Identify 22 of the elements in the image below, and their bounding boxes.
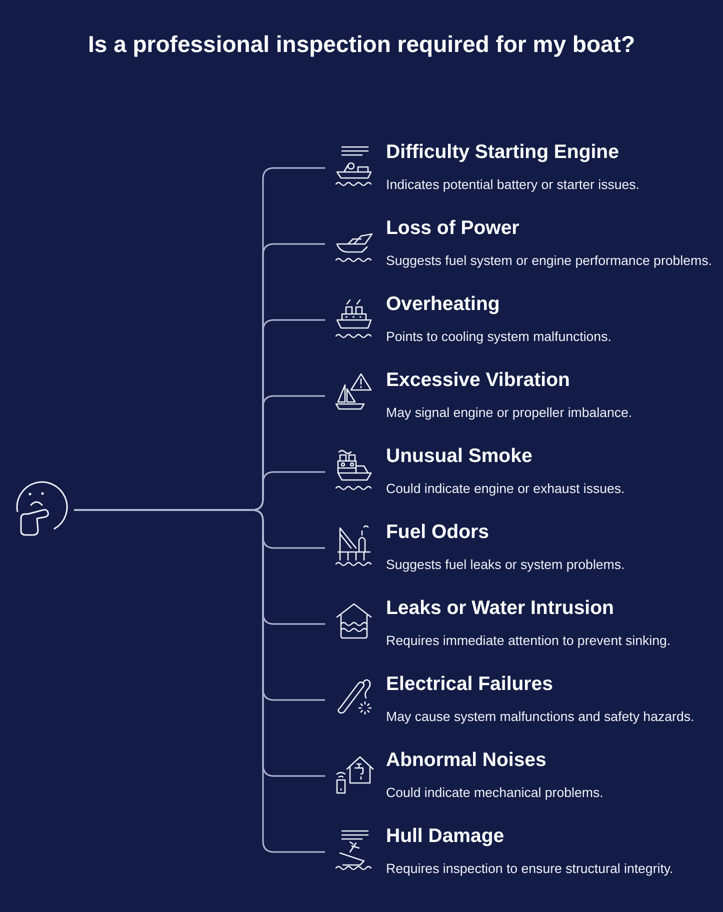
symptom-title: Leaks or Water Intrusion [386,596,614,620]
symptom-description: May cause system malfunctions and safety hazards. [386,709,694,725]
symptom-title: Overheating [386,292,500,316]
symptom-description: Points to cooling system malfunctions. [386,329,612,345]
symptom-title: Excessive Vibration [386,368,570,392]
connector-line [74,509,325,853]
symptom-title: Loss of Power [386,216,520,240]
symptom-title: Hull Damage [386,824,504,848]
symptom-description: Could indicate engine or exhaust issues. [386,481,625,497]
page-title: Is a professional inspection required for my boat? [87,30,636,58]
symptom-description: Suggests fuel system or engine performance problems. [386,253,712,269]
symptom-title: Unusual Smoke [386,444,532,468]
symptom-description: Indicates potential battery or starter issues. [386,177,640,193]
symptom-description: Suggests fuel leaks or system problems. [386,557,625,573]
symptom-description: Could indicate mechanical problems. [386,785,604,801]
symptom-title: Difficulty Starting Engine [386,140,619,164]
symptom-description: May signal engine or propeller imbalance. [386,405,632,421]
symptom-description: Requires inspection to ensure structural integrity. [386,861,674,877]
symptom-title: Abnormal Noises [386,748,546,772]
symptom-title: Fuel Odors [386,520,489,544]
symptom-description: Requires immediate attention to prevent sinking. [386,633,671,649]
symptom-title: Electrical Failures [386,672,553,696]
